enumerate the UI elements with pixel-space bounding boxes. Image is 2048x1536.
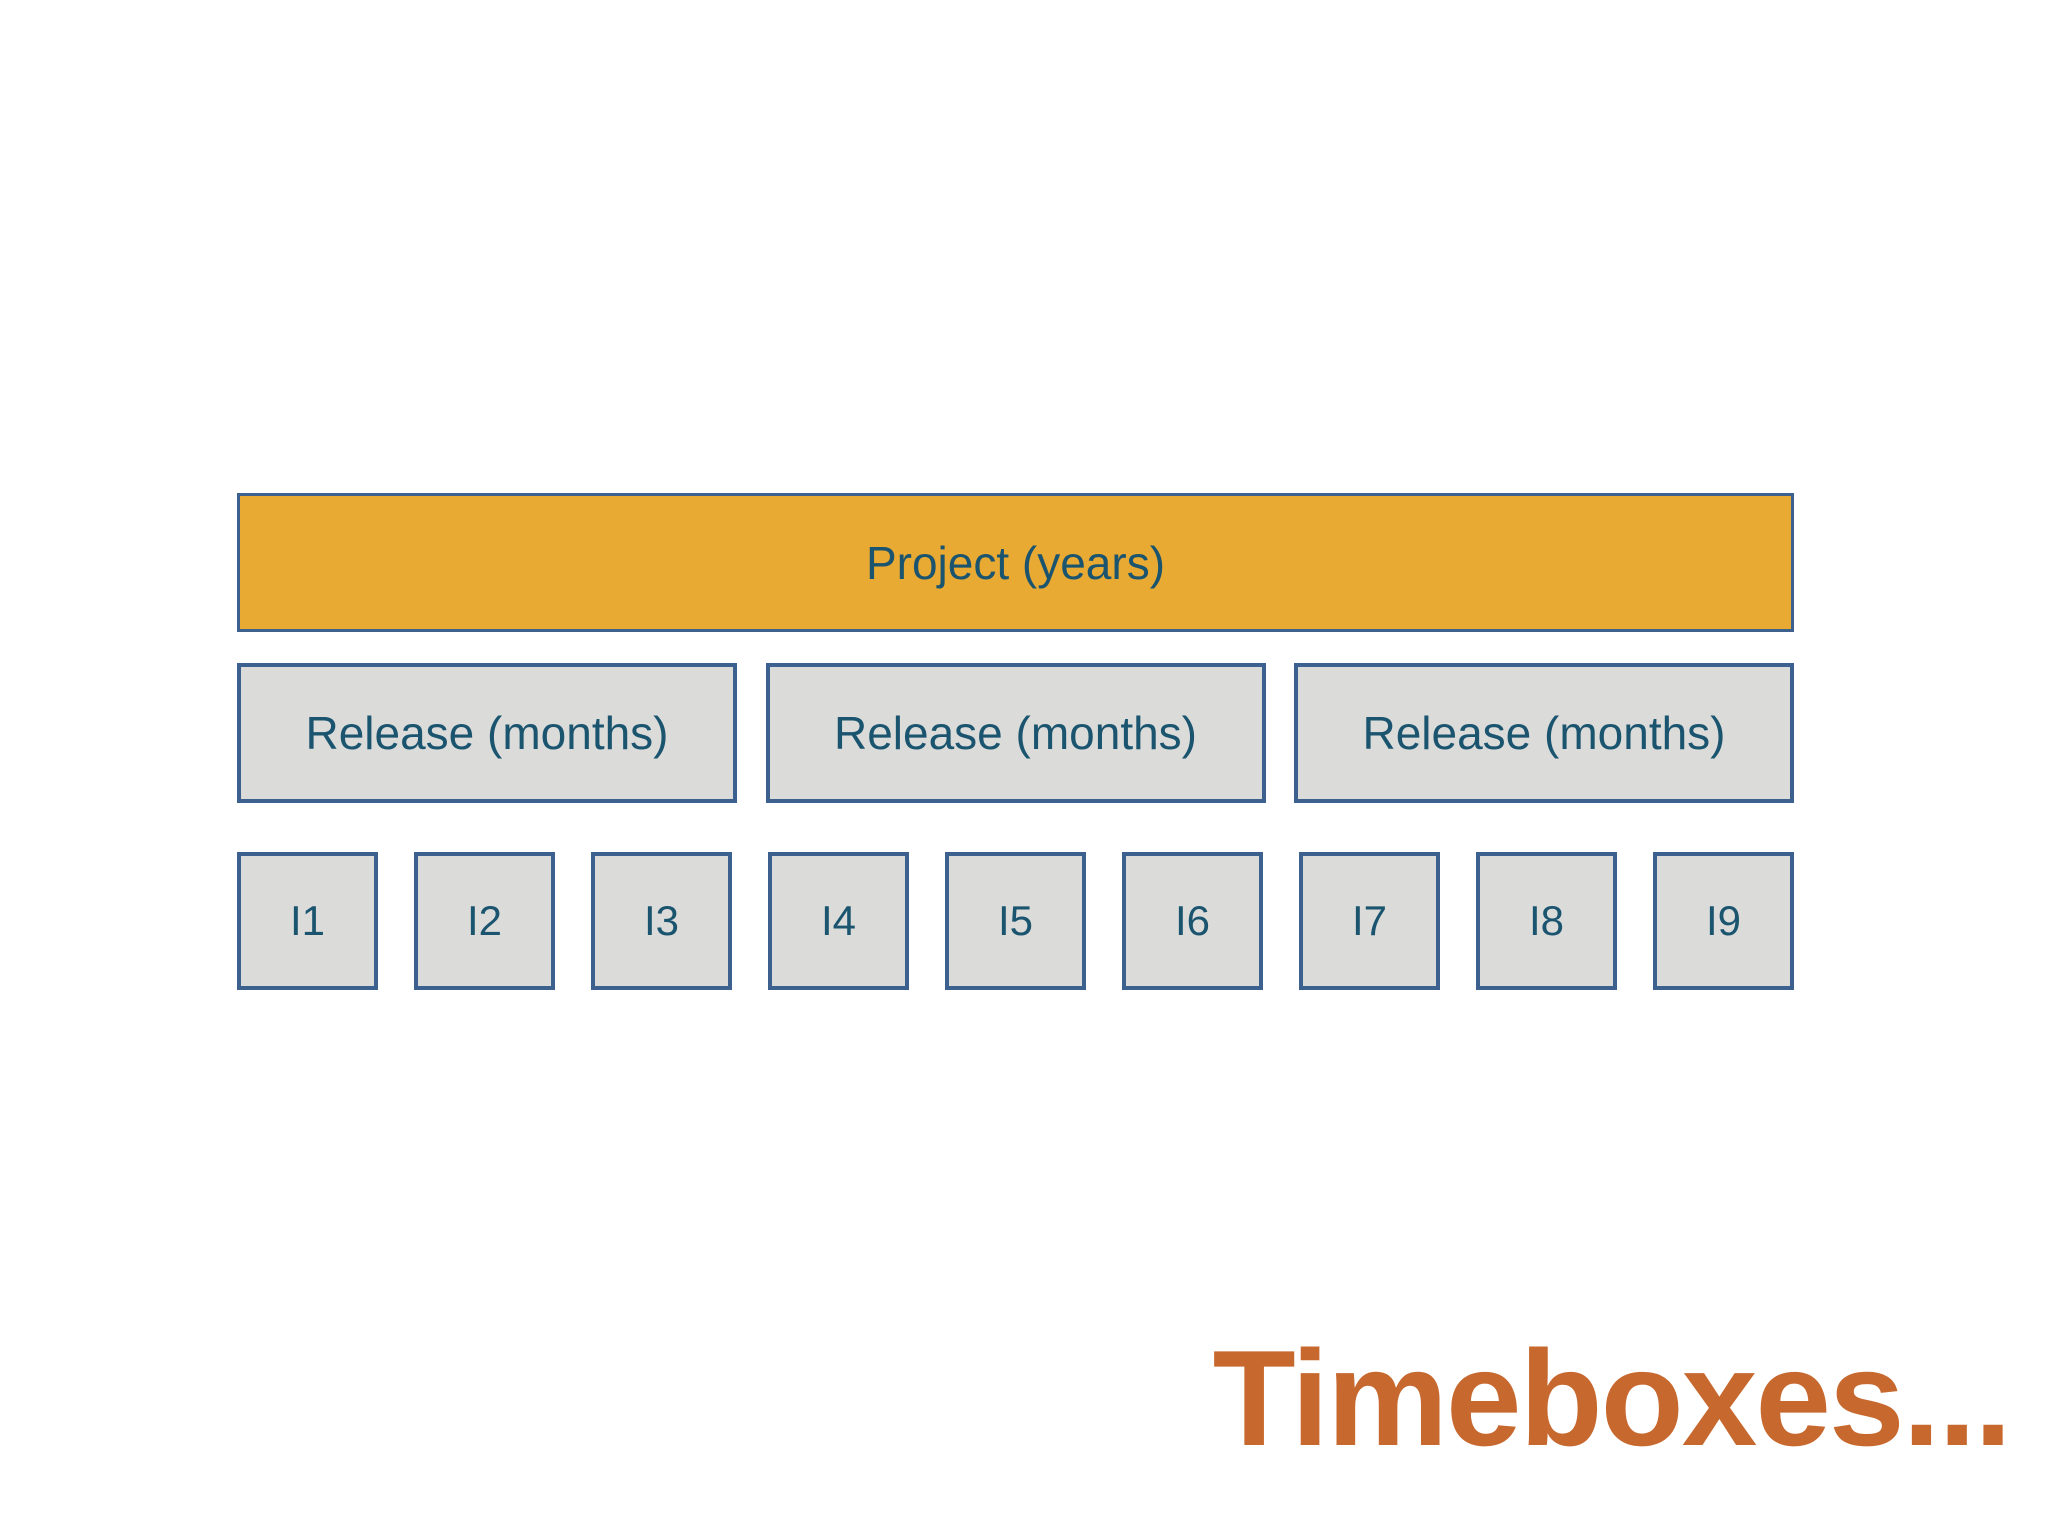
iteration-box: I8: [1476, 852, 1617, 990]
iteration-box-label: I6: [1174, 897, 1211, 944]
iteration-box-label: I4: [820, 897, 857, 944]
iteration-box-label: I3: [643, 897, 680, 944]
release-box: Release (months): [237, 663, 737, 803]
timebox-diagram: Project (years) Release (months) Release…: [237, 493, 1794, 990]
release-box-label: Release (months): [305, 707, 669, 759]
project-bar-label: Project (years): [865, 536, 1166, 589]
release-box-label: Release (months): [1362, 707, 1726, 759]
iteration-box-label: I9: [1705, 897, 1742, 944]
iteration-box-label: I5: [997, 897, 1034, 944]
release-box: Release (months): [765, 663, 1266, 803]
iteration-box: I3: [591, 852, 732, 990]
iteration-box: I7: [1299, 852, 1440, 990]
iteration-box: I2: [414, 852, 555, 990]
iteration-box: I4: [768, 852, 909, 990]
iteration-box-label: I8: [1528, 897, 1565, 944]
iteration-box: I5: [945, 852, 1086, 990]
slide-title: Timeboxes...: [1212, 1322, 2012, 1474]
iteration-box-label: I1: [289, 897, 326, 944]
iteration-row: I1 I2 I3 I4 I5 I6 I7 I8 I9: [237, 852, 1794, 990]
release-box-label: Release (months): [833, 707, 1198, 759]
release-row: Release (months) Release (months) Releas…: [237, 663, 1794, 803]
iteration-box-label: I2: [466, 897, 503, 944]
iteration-box-label: I7: [1351, 897, 1388, 944]
iteration-box: I9: [1653, 852, 1794, 990]
release-box: Release (months): [1294, 663, 1794, 803]
iteration-box: I6: [1122, 852, 1263, 990]
iteration-box: I1: [237, 852, 378, 990]
project-bar: Project (years): [237, 493, 1794, 632]
